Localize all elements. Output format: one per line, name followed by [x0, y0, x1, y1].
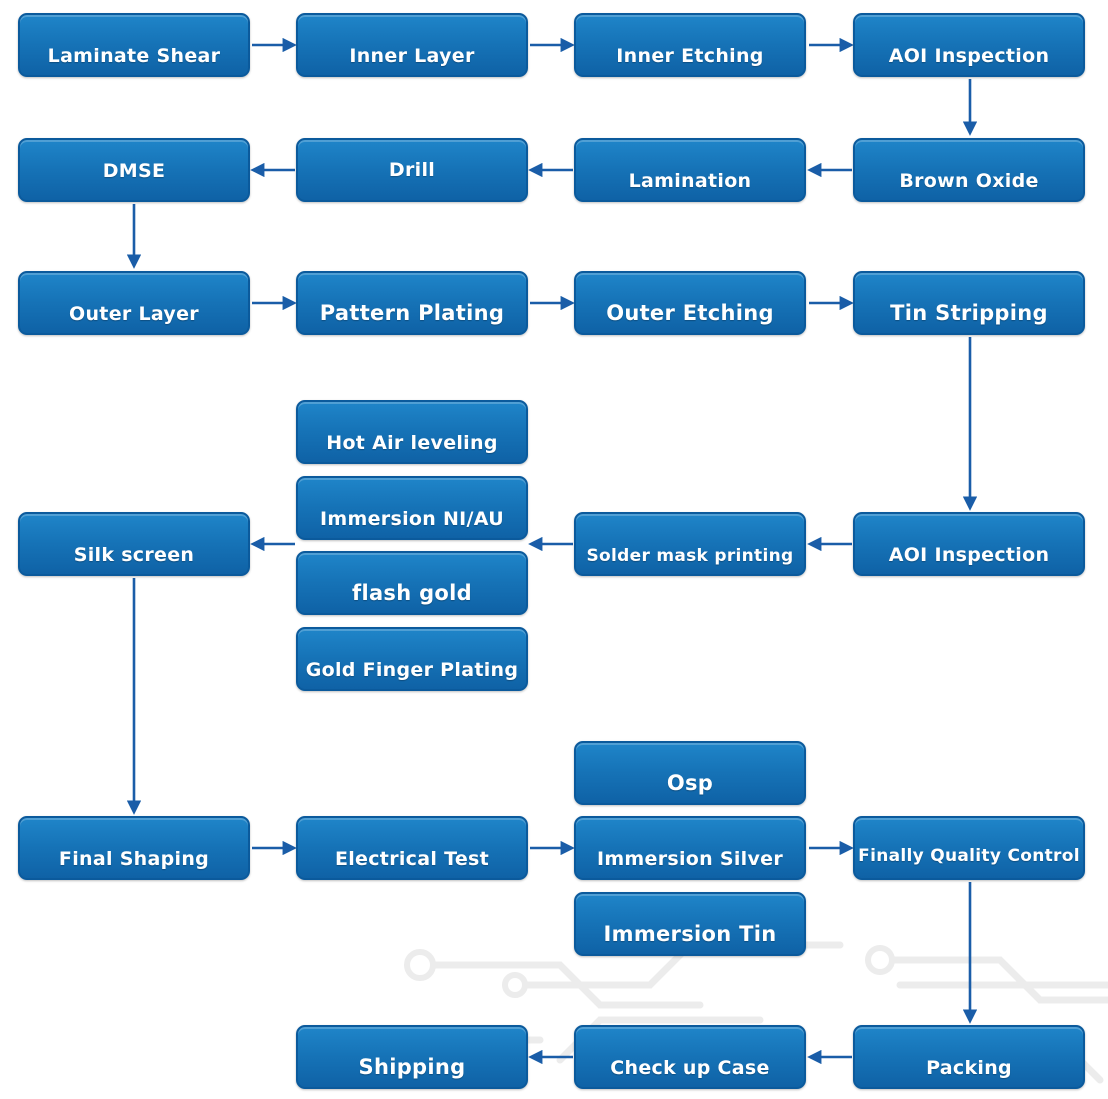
step-label: Immersion Tin: [603, 922, 777, 946]
step-label: Outer Etching: [606, 301, 774, 325]
step-pattern-plating: Pattern Plating: [296, 271, 528, 335]
step-label: DMSE: [102, 160, 166, 182]
step-label: Pattern Plating: [319, 301, 505, 325]
step-label: Final Shaping: [58, 848, 210, 870]
step-label: Inner Etching: [616, 45, 764, 67]
step-solder-mask-printing: Solder mask printing: [574, 512, 806, 576]
step-label: Finally Quality Control: [858, 846, 1080, 866]
step-hot-air-leveling: Hot Air leveling: [296, 400, 528, 464]
step-label: Shipping: [358, 1055, 466, 1079]
step-label: Immersion NI/AU: [320, 508, 504, 530]
step-label: Laminate Shear: [47, 45, 221, 67]
step-inner-etching: Inner Etching: [574, 13, 806, 77]
step-inner-layer: Inner Layer: [296, 13, 528, 77]
step-label: Silk screen: [73, 544, 195, 566]
step-osp: Osp: [574, 741, 806, 805]
step-electrical-test: Electrical Test: [296, 816, 528, 880]
step-label: Lamination: [628, 170, 752, 192]
step-silk-screen: Silk screen: [18, 512, 250, 576]
step-gold-finger-plating: Gold Finger Plating: [296, 627, 528, 691]
step-label: Gold Finger Plating: [305, 659, 519, 681]
step-label: AOI Inspection: [888, 544, 1050, 566]
step-aoi-inspection-2: AOI Inspection: [853, 512, 1085, 576]
step-label: Outer Layer: [69, 303, 199, 325]
step-outer-etching: Outer Etching: [574, 271, 806, 335]
step-label: Tin Stripping: [890, 301, 1048, 325]
step-label: Check up Case: [610, 1057, 770, 1079]
step-label: Packing: [926, 1057, 1012, 1079]
step-laminate-shear: Laminate Shear: [18, 13, 250, 77]
step-final-shaping: Final Shaping: [18, 816, 250, 880]
step-immersion-ni-au: Immersion NI/AU: [296, 476, 528, 540]
step-label: Brown Oxide: [899, 170, 1039, 192]
step-drill: Drill: [296, 138, 528, 202]
step-lamination: Lamination: [574, 138, 806, 202]
step-dmse: DMSE: [18, 138, 250, 202]
step-label: Inner Layer: [349, 45, 475, 67]
step-outer-layer: Outer Layer: [18, 271, 250, 335]
step-brown-oxide: Brown Oxide: [853, 138, 1085, 202]
step-label: Electrical Test: [334, 848, 490, 870]
step-flash-gold: flash gold: [296, 551, 528, 615]
step-label: Immersion Silver: [596, 848, 784, 870]
step-packing: Packing: [853, 1025, 1085, 1089]
step-immersion-tin: Immersion Tin: [574, 892, 806, 956]
step-aoi-inspection-1: AOI Inspection: [853, 13, 1085, 77]
step-finally-quality-control: Finally Quality Control: [853, 816, 1085, 880]
step-label: AOI Inspection: [888, 45, 1050, 67]
step-check-up-case: Check up Case: [574, 1025, 806, 1089]
step-label: flash gold: [352, 581, 472, 605]
step-tin-stripping: Tin Stripping: [853, 271, 1085, 335]
step-label: Drill: [388, 159, 436, 181]
step-label: Hot Air leveling: [326, 432, 498, 454]
step-label: Solder mask printing: [586, 546, 794, 566]
step-label: Osp: [666, 771, 714, 795]
step-immersion-silver: Immersion Silver: [574, 816, 806, 880]
step-shipping: Shipping: [296, 1025, 528, 1089]
